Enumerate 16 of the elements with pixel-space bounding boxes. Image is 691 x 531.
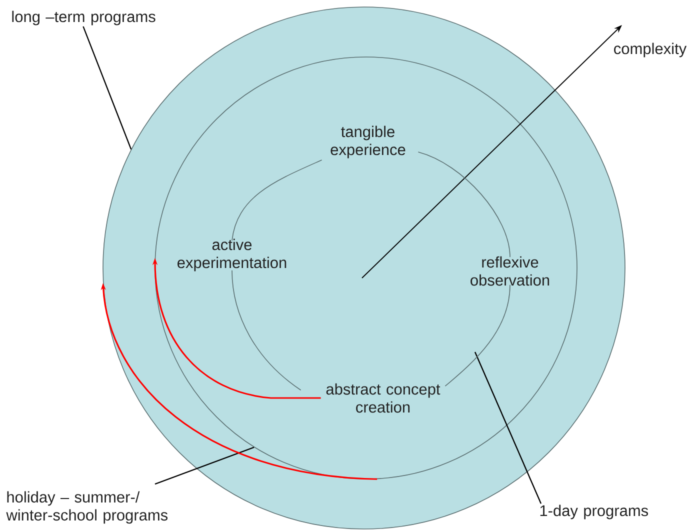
callout-text: holiday – summer-/ winter-school programs [6,491,168,524]
middle-ring [154,56,578,480]
callout-text: long –term programs [12,10,156,26]
cycle-arc [232,160,322,241]
leader-line [474,352,542,504]
cycle-label: tangible experience [330,126,406,158]
callout-text: 1-day programs [540,504,648,520]
leader-line [154,446,254,485]
cycle-label: active experimentation [178,238,286,272]
leader-line [82,26,132,150]
cycle-arc [444,284,510,387]
cycle-label: abstract concept creation [326,383,440,413]
cycle-arc [232,270,302,391]
cycle-label: reflexive observation [470,256,550,286]
cycle-arc [418,152,510,258]
axis-label: complexity [614,42,687,58]
